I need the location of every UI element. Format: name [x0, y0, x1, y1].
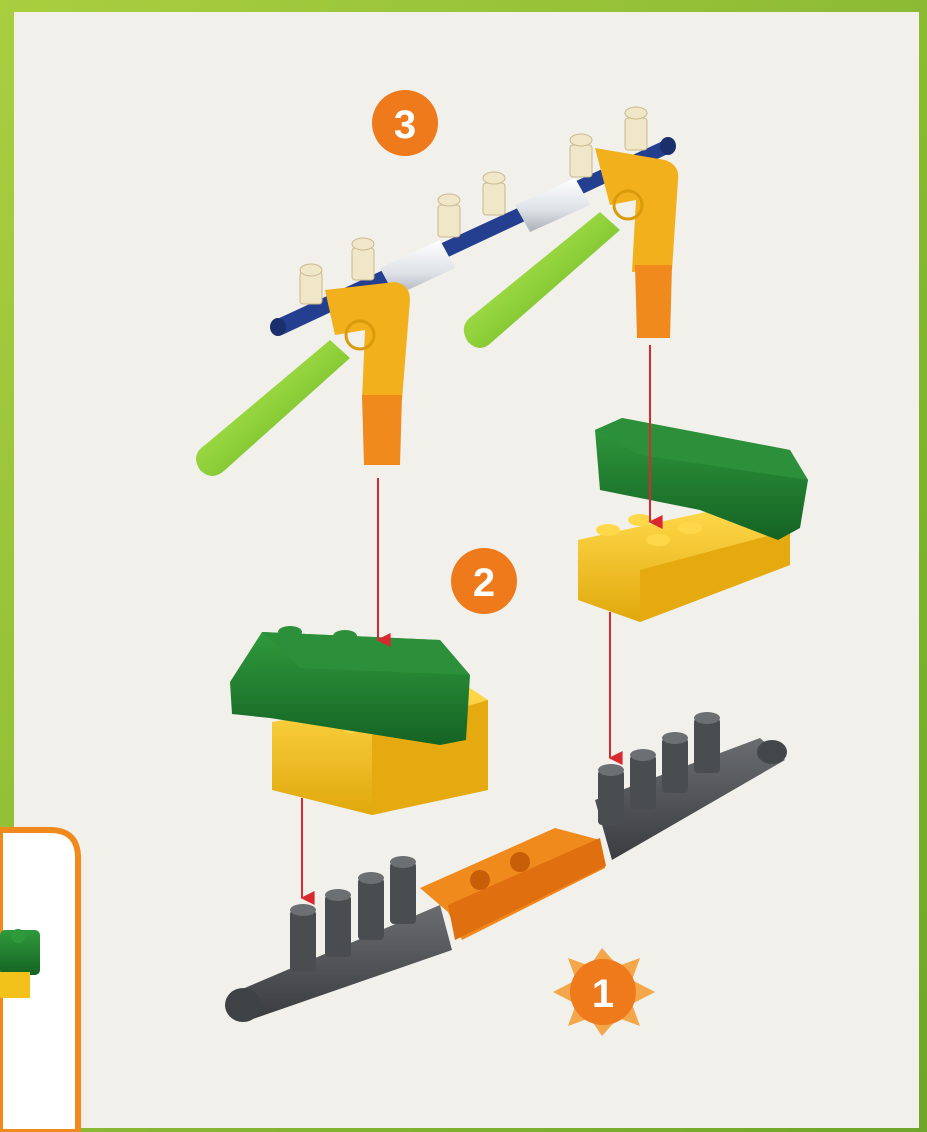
step-1-number: 1 — [592, 972, 614, 1016]
inset-panel — [0, 830, 78, 1132]
step-2-number: 2 — [473, 561, 495, 605]
step-2-badge: 2 — [451, 548, 517, 614]
step-3-number: 3 — [394, 103, 416, 147]
step-3-badge: 3 — [372, 90, 438, 156]
